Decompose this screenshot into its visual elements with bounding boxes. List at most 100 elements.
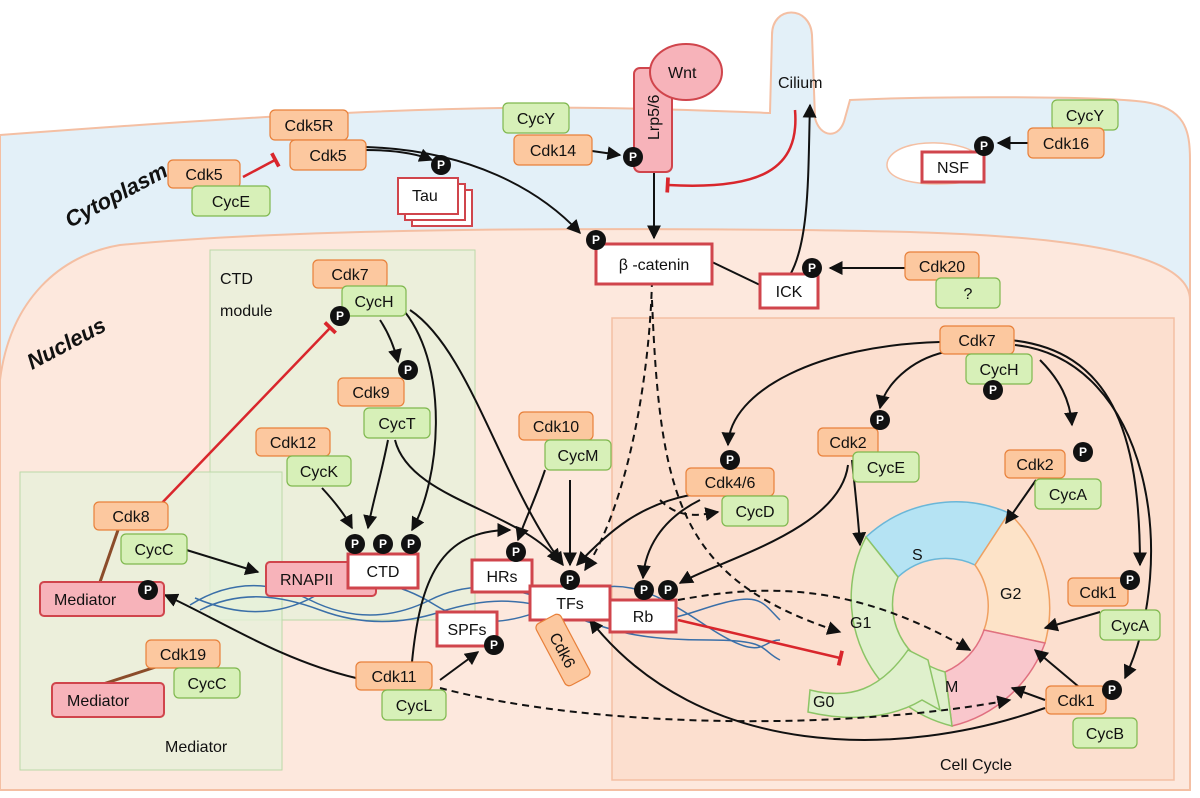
phospho-label: P <box>407 537 415 551</box>
connectors <box>98 103 1153 741</box>
cyct-label: CycT <box>378 416 416 433</box>
phospho-label: P <box>336 309 344 323</box>
phospho-site: P <box>634 580 654 600</box>
cych-b-node: CycH <box>965 353 1033 385</box>
cdk8-label: Cdk8 <box>112 509 149 526</box>
cych-b-label: CycH <box>979 362 1018 379</box>
phospho-label: P <box>629 150 637 164</box>
ick-label: ICK <box>776 284 803 301</box>
cych-a-label: CycH <box>354 294 393 311</box>
phospho-site: P <box>802 258 822 278</box>
phospho-label: P <box>144 583 152 597</box>
mediator-a-label: Mediator <box>54 592 117 609</box>
cdk46-node: Cdk4/6 <box>685 467 775 497</box>
cdk19-label: Cdk19 <box>160 647 206 664</box>
phospho-site: P <box>623 147 643 167</box>
nsf-node: NSF <box>920 150 986 184</box>
cdk2-b-node: Cdk2 <box>1004 449 1066 479</box>
mediator-module-label: Mediator <box>165 739 228 756</box>
phospho-label: P <box>490 638 498 652</box>
phospho-label: P <box>1108 683 1116 697</box>
phospho-label: P <box>351 537 359 551</box>
phospho-label: P <box>592 233 600 247</box>
phospho-label: P <box>1079 445 1087 459</box>
phospho-label: P <box>404 363 412 377</box>
cycy-b-node: CycY <box>1051 99 1119 131</box>
hrs-node: HRs <box>470 558 534 594</box>
cdk5-b-node: Cdk5 <box>289 139 367 171</box>
phospho-site: P <box>398 360 418 380</box>
cdk5-b-label: Cdk5 <box>309 148 346 165</box>
cell-cycle-label: Cell Cycle <box>940 757 1012 774</box>
cdk12-label: Cdk12 <box>270 435 316 452</box>
cdk9-node: Cdk9 <box>337 377 405 407</box>
cycc-a-node: CycC <box>120 533 188 565</box>
phase-s-arc <box>864 501 1011 579</box>
wnt-ellipse <box>649 43 723 101</box>
phospho-label: P <box>640 583 648 597</box>
phase-g1-label: G1 <box>850 615 871 632</box>
mediator-b-label: Mediator <box>67 693 130 710</box>
phase-s-label: S <box>912 547 923 564</box>
nsf-label: NSF <box>937 160 969 177</box>
cycl-label: CycL <box>396 698 433 715</box>
phospho-label: P <box>437 158 445 172</box>
cyck-label: CycK <box>300 464 339 481</box>
phospho-site: P <box>401 534 421 554</box>
phospho-label: P <box>1126 573 1134 587</box>
mediator-b-box <box>51 682 165 718</box>
spfs-label: SPFs <box>447 622 486 639</box>
cdk7-a-label: Cdk7 <box>331 267 368 284</box>
wnt-label: Wnt <box>668 65 697 82</box>
phospho-label: P <box>379 537 387 551</box>
bcat-label: β -catenin <box>619 257 690 274</box>
cdk10-node: Cdk10 <box>518 411 594 441</box>
cdk1-b-node: Cdk1 <box>1045 685 1107 715</box>
phospho-site: P <box>484 635 504 655</box>
cdk16-node: Cdk16 <box>1027 127 1105 159</box>
cdk5r-node: Cdk5R <box>269 109 349 141</box>
rnapii-label: RNAPII <box>280 572 333 589</box>
phospho-site: P <box>1120 570 1140 590</box>
cdk2-a-node: Cdk2 <box>817 427 879 457</box>
cdk7-b-label: Cdk7 <box>958 333 995 350</box>
cdk14-node: Cdk14 <box>513 134 593 166</box>
cyce-a-label: CycE <box>867 460 905 477</box>
cycc-a-label: CycC <box>134 542 173 559</box>
phospho-site: P <box>330 306 350 326</box>
cdk20-node: Cdk20 <box>904 251 980 281</box>
phospho-site: P <box>586 230 606 250</box>
node-boxes: Cdk5RCdk5Cdk5CycECycYCdk14CycYCdk16NSFβ … <box>93 99 1161 749</box>
phospho-label: P <box>989 383 997 397</box>
tau-stack <box>397 177 473 227</box>
cdk1-a-node: Cdk1 <box>1067 577 1129 607</box>
cyce-a-node: CycE <box>852 451 920 483</box>
cycb-node: CycB <box>1072 717 1138 749</box>
phospho-site: P <box>720 450 740 470</box>
cdk7-a-node: Cdk7 <box>312 259 388 289</box>
cell-cycle-ring <box>807 501 1051 727</box>
cdk11-label: Cdk11 <box>371 669 416 686</box>
phospho-label: P <box>726 453 734 467</box>
phospho-site: P <box>870 410 890 430</box>
bcat-node: β -catenin <box>594 242 714 286</box>
phase-g2-arc <box>974 511 1051 644</box>
cycy-a-node: CycY <box>502 102 570 134</box>
phase-m-label: M <box>945 679 958 696</box>
cyca-b-label: CycA <box>1111 618 1150 635</box>
phospho-label: P <box>876 413 884 427</box>
cdk16-label: Cdk16 <box>1043 136 1089 153</box>
phospho-site: P <box>431 155 451 175</box>
phospho-site: P <box>345 534 365 554</box>
cych-a-node: CycH <box>341 285 407 317</box>
cdk19-node: Cdk19 <box>145 639 221 669</box>
cyct-node: CycT <box>363 407 431 439</box>
cdk2-b-label: Cdk2 <box>1016 457 1053 474</box>
cdk5r-label: Cdk5R <box>285 118 334 135</box>
cdk46-label: Cdk4/6 <box>705 475 756 492</box>
cyca-b-node: CycA <box>1099 609 1161 641</box>
cycd-label: CycD <box>735 504 774 521</box>
cycl-node: CycL <box>381 689 447 721</box>
